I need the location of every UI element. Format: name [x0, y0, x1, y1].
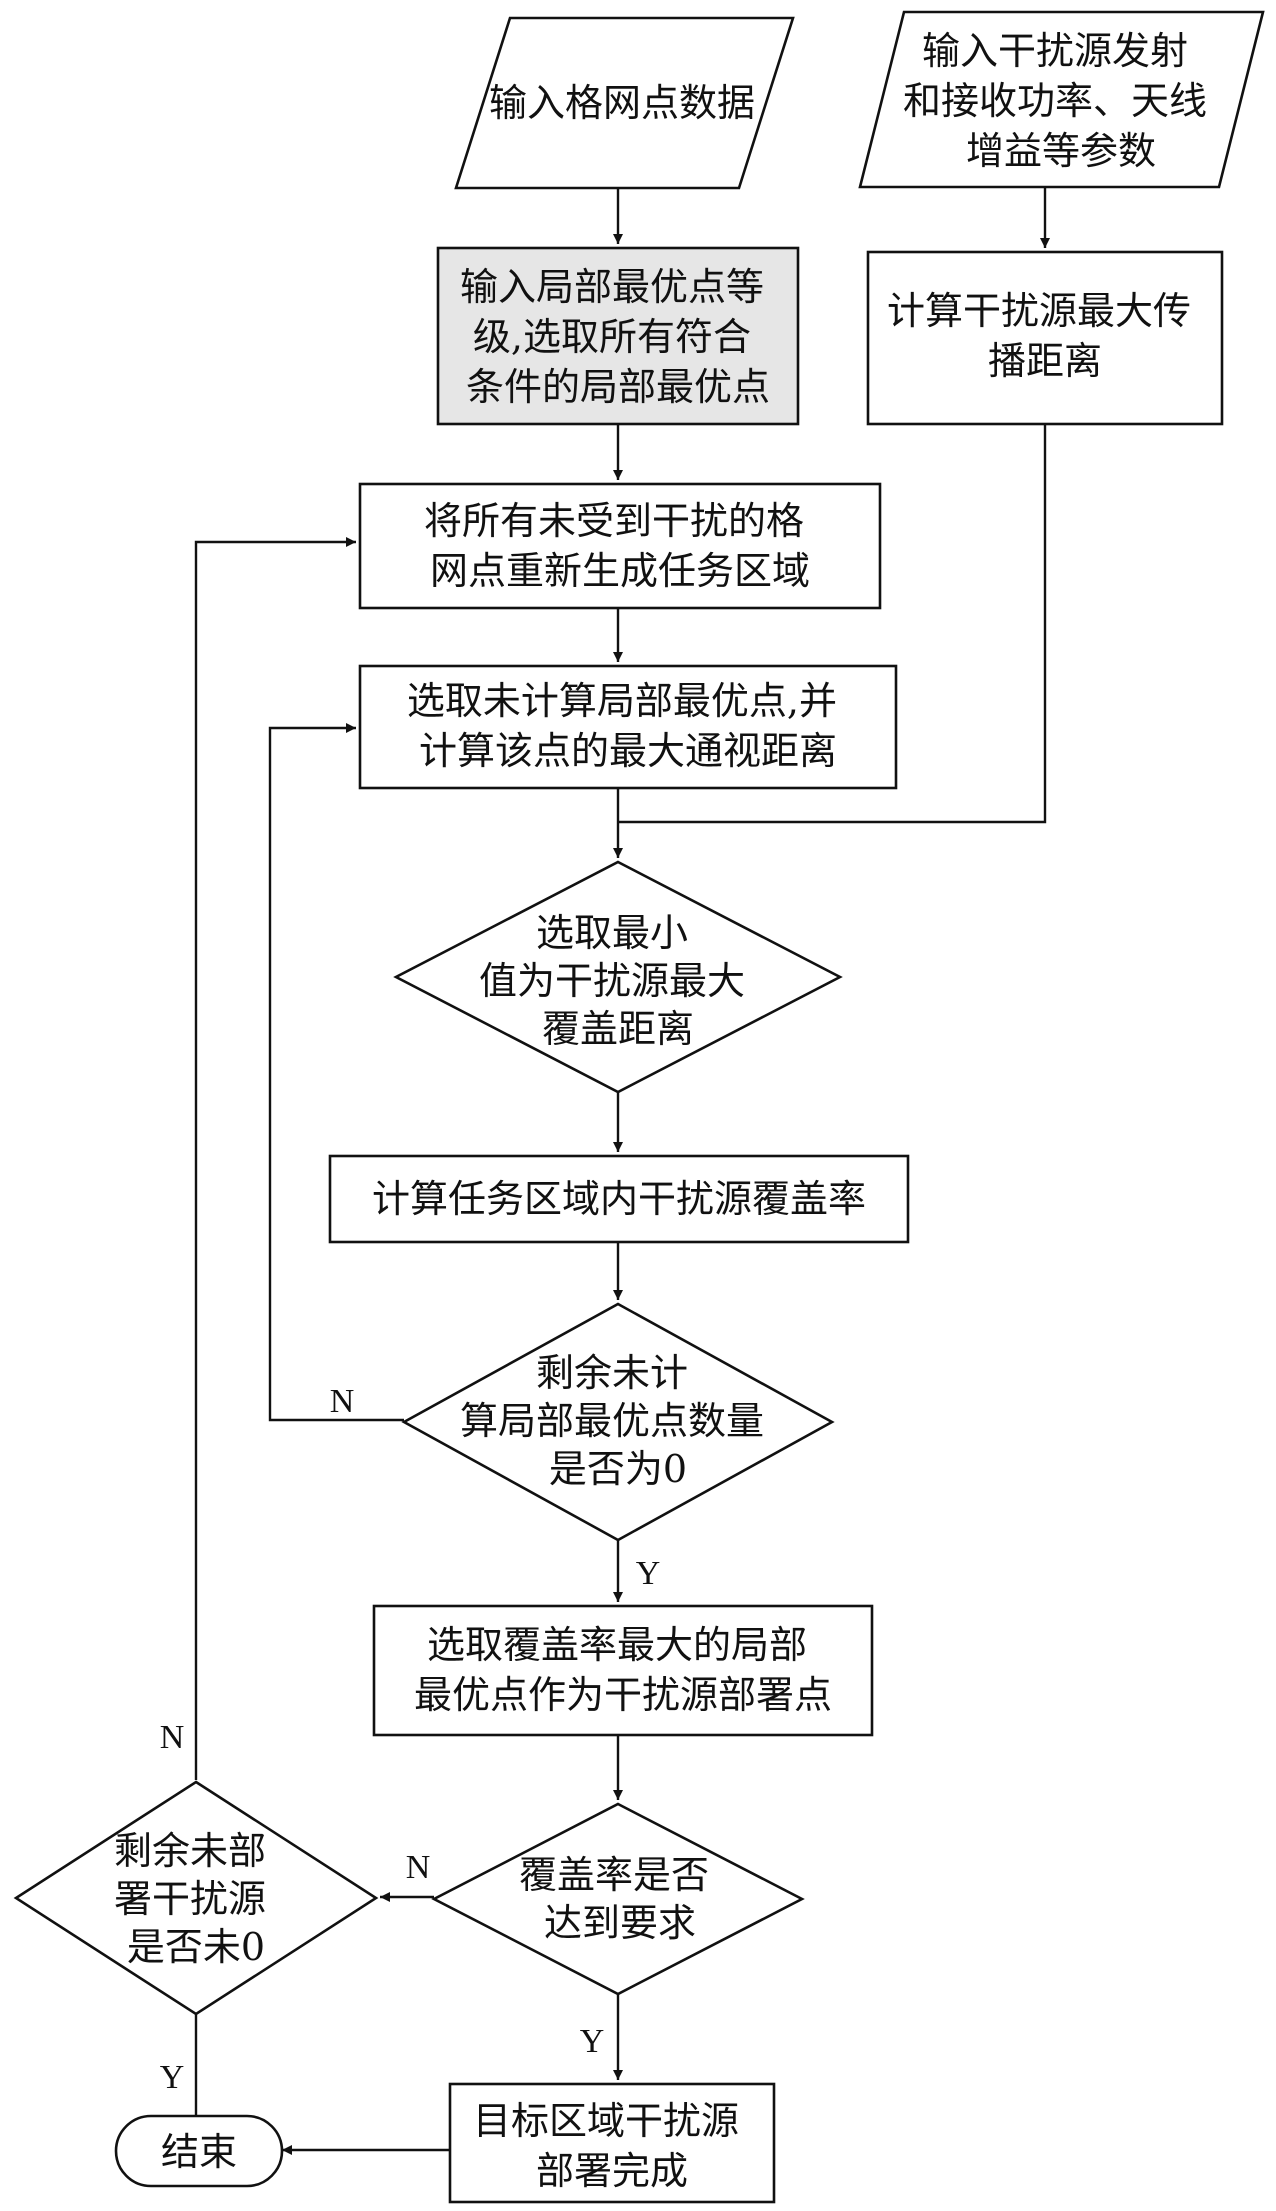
select-local-text: 选取未计算局部最优点,并 计算该点的最大通视距离 [407, 679, 849, 773]
end-text: 结束 [161, 2130, 237, 2174]
coverage-met-text: 覆盖率是否 达到要求 [519, 1853, 721, 1945]
remaining-undeployed-yes-label: Y [160, 2059, 185, 2096]
remaining-undeployed-diamond [13, 1780, 379, 2016]
node-regen-area: 将所有未受到干扰的格 网点重新生成任务区域 [358, 482, 882, 610]
remaining-zero-yes-label: Y [636, 1555, 661, 1592]
select-min-text: 选取最小 值为干扰源最大 覆盖距离 [479, 911, 757, 1051]
select-max-cov-box [372, 1604, 874, 1737]
edges [191, 187, 1050, 2155]
node-select-local: 选取未计算局部最优点,并 计算该点的最大通视距离 [358, 664, 898, 790]
node-select-max-cov: 选取覆盖率最大的局部 最优点作为干扰源部署点 [372, 1604, 874, 1737]
calc-max-prop-box [866, 250, 1224, 426]
input-local-text: 输入局部最优点等 级,选取所有符合 条件的局部最优点 [460, 265, 776, 409]
remaining-zero-text: 剩余未计 算局部最优点数量 是否为0 [460, 1351, 776, 1491]
coverage-met-yes-label: Y [580, 2023, 605, 2060]
node-remaining-zero: 剩余未计 算局部最优点数量 是否为0 [401, 1302, 835, 1542]
end-terminal [114, 2114, 284, 2188]
node-calc-max-prop: 计算干扰源最大传 播距离 [866, 250, 1224, 426]
remaining-zero-no-label: N [330, 1383, 355, 1420]
node-input-grid: 输入格网点数据 [454, 16, 795, 190]
input-params-text: 输入干扰源发射 和接收功率、天线 增益等参数 [903, 29, 1219, 173]
remaining-undeployed-no-label: N [160, 1719, 185, 1756]
input-local-box [436, 246, 800, 426]
input-grid-parallelogram [454, 16, 795, 190]
deploy-done-box [448, 2082, 776, 2204]
select-min-diamond [393, 860, 843, 1094]
node-coverage-met: 覆盖率是否 达到要求 [431, 1802, 805, 1996]
remaining-zero-diamond [401, 1302, 835, 1542]
edge-undeployed-no-loop [194, 537, 356, 1780]
calc-coverage-text: 计算任务区域内干扰源覆盖率 [372, 1177, 866, 1221]
edge-prop-to-merge [618, 424, 1047, 824]
deploy-done-text: 目标区域干扰源 部署完成 [473, 2099, 751, 2193]
calc-coverage-box [328, 1154, 910, 1244]
node-remaining-undeployed: 剩余未部 署干扰源 是否未0 [13, 1780, 379, 2016]
node-input-params: 输入干扰源发射 和接收功率、天线 增益等参数 [858, 10, 1265, 189]
node-input-local: 输入局部最优点等 级,选取所有符合 条件的局部最优点 [436, 246, 800, 426]
remaining-undeployed-text: 剩余未部 署干扰源 是否未0 [114, 1829, 278, 1969]
regen-area-box [358, 482, 882, 610]
select-local-box [358, 664, 898, 790]
node-calc-coverage: 计算任务区域内干扰源覆盖率 [328, 1154, 910, 1244]
node-end: 结束 [114, 2114, 284, 2188]
select-max-cov-text: 选取覆盖率最大的局部 最优点作为干扰源部署点 [414, 1623, 832, 1717]
input-grid-text: 输入格网点数据 [489, 81, 755, 125]
coverage-met-diamond [431, 1802, 805, 1996]
coverage-met-no-label: N [406, 1849, 431, 1886]
edge-remaining-no-loop [268, 723, 404, 1422]
calc-max-prop-text: 计算干扰源最大传 播距离 [887, 289, 1203, 383]
node-deploy-done: 目标区域干扰源 部署完成 [448, 2082, 776, 2204]
node-select-min: 选取最小 值为干扰源最大 覆盖距离 [393, 860, 843, 1094]
regen-area-text: 将所有未受到干扰的格 网点重新生成任务区域 [424, 499, 816, 593]
input-params-parallelogram [858, 10, 1265, 189]
